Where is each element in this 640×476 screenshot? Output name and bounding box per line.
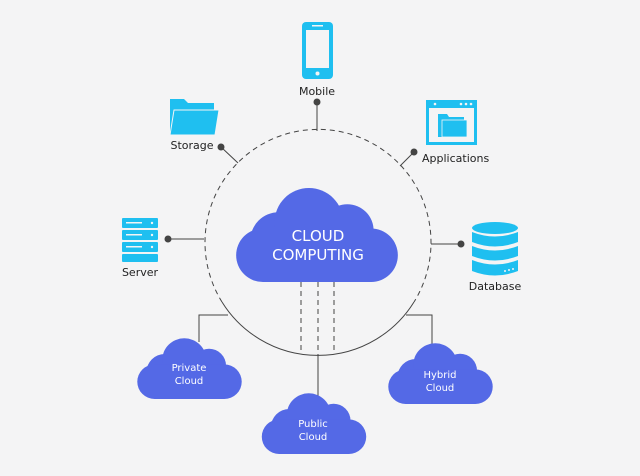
folder-icon — [169, 99, 220, 136]
private-cloud-line2: Cloud — [175, 376, 204, 387]
node-applications[interactable]: Applications — [422, 100, 489, 165]
connector-storage — [217, 143, 239, 164]
public-cloud-line1: Public — [298, 419, 328, 430]
node-database[interactable]: Database — [469, 222, 522, 293]
connector-server — [164, 235, 204, 243]
connector-applications — [399, 148, 418, 167]
connector-hybrid — [406, 314, 433, 346]
storage-label: Storage — [170, 139, 213, 152]
node-server[interactable]: Server — [122, 218, 159, 279]
server-label: Server — [122, 266, 159, 279]
database-icon — [472, 222, 518, 276]
center-title-line1: CLOUD — [292, 227, 345, 245]
ring-dashed-upper — [204, 128, 432, 303]
applications-label: Applications — [422, 152, 489, 165]
public-cloud[interactable]: Public Cloud — [261, 393, 367, 454]
node-mobile[interactable]: Mobile — [299, 22, 335, 98]
app-window-icon — [426, 100, 477, 145]
server-icon — [122, 218, 158, 262]
hybrid-cloud-line1: Hybrid — [423, 370, 456, 381]
connector-mobile — [313, 98, 321, 131]
smartphone-icon — [302, 22, 333, 79]
hybrid-cloud[interactable]: Hybrid Cloud — [388, 343, 493, 404]
mobile-label: Mobile — [299, 85, 335, 98]
connector-private — [198, 314, 228, 342]
center-cloud[interactable]: CLOUD COMPUTING — [236, 188, 398, 282]
connector-dashed-links — [300, 282, 335, 356]
database-label: Database — [469, 280, 522, 293]
connector-database — [431, 240, 465, 248]
private-cloud-line1: Private — [172, 363, 207, 374]
public-cloud-line2: Cloud — [299, 432, 328, 443]
center-title-line2: COMPUTING — [272, 246, 364, 264]
node-storage[interactable]: Storage — [169, 99, 220, 152]
hybrid-cloud-line2: Cloud — [426, 383, 455, 394]
private-cloud[interactable]: Private Cloud — [137, 338, 242, 399]
